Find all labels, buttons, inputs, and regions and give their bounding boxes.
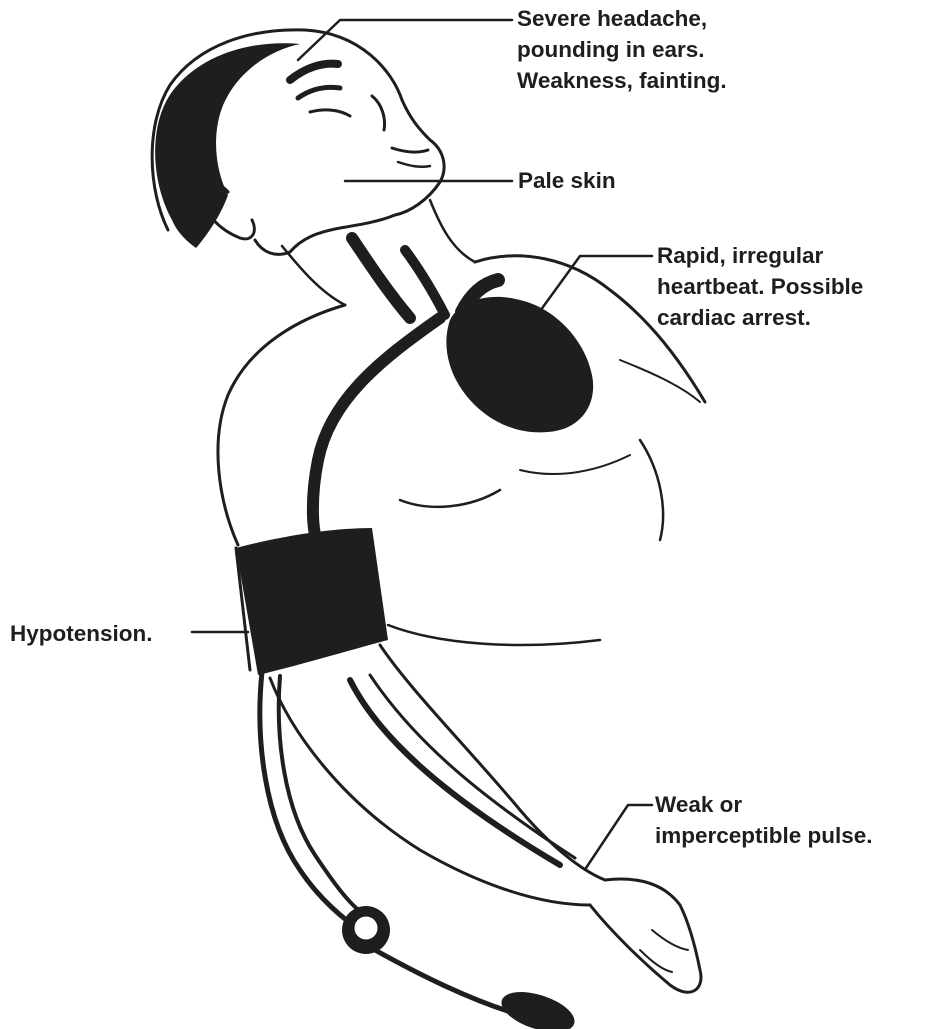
blood-pressure-cuff-drawing [236, 528, 388, 675]
artery-drawing [313, 318, 440, 545]
callout-pulse-line-2: imperceptible pulse. [655, 820, 873, 851]
leader-line-head [298, 20, 512, 60]
callout-pressure-line-1: Hypotension. [10, 618, 153, 649]
callout-heart: Rapid, irregular heartbeat. Possible car… [657, 240, 863, 333]
callout-pulse-line-1: Weak or [655, 789, 873, 820]
callout-skin-line-1: Pale skin [518, 165, 616, 196]
callout-heart-line-3: cardiac arrest. [657, 302, 863, 333]
callout-heart-line-2: heartbeat. Possible [657, 271, 863, 302]
arm-drawing [270, 645, 701, 992]
head-drawing [152, 30, 444, 255]
heart-drawing [446, 280, 593, 432]
callout-pressure: Hypotension. [10, 618, 153, 649]
callout-head-line-2: pounding in ears. [517, 34, 727, 65]
callout-head-line-3: Weakness, fainting. [517, 65, 727, 96]
callout-heart-line-1: Rapid, irregular [657, 240, 863, 271]
callout-skin: Pale skin [518, 165, 616, 196]
neck-vessels-drawing [352, 238, 445, 318]
callout-head-symptoms: Severe headache, pounding in ears. Weakn… [517, 3, 727, 96]
callout-pulse: Weak or imperceptible pulse. [655, 789, 873, 851]
leader-line-pulse [586, 805, 652, 868]
callout-head-line-1: Severe headache, [517, 3, 727, 34]
